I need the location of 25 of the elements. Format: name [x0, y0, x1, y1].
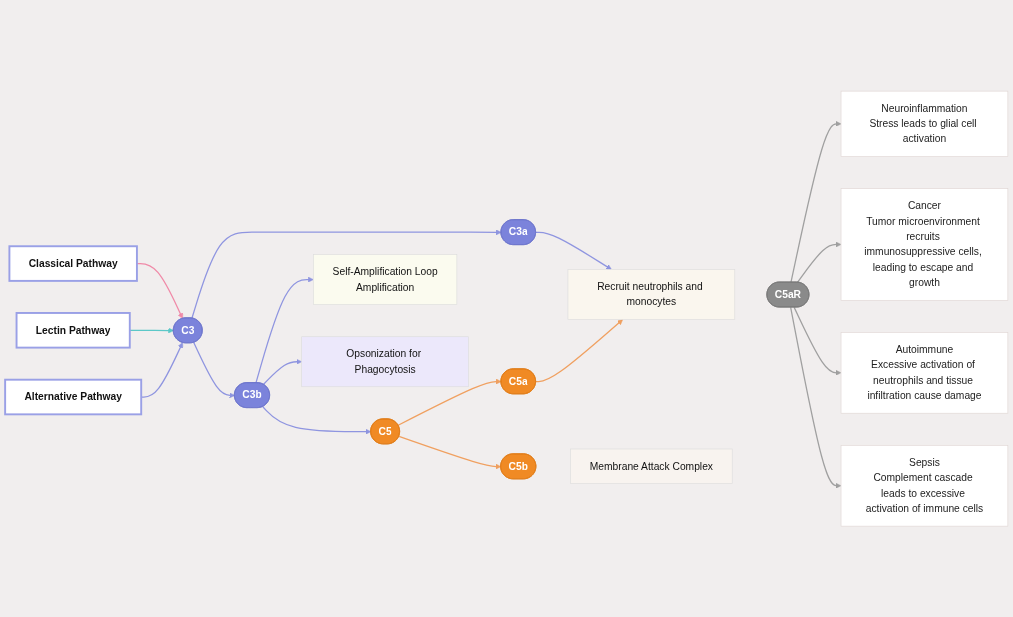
arrow	[262, 405, 372, 435]
node-box: Autoimmune Excessive activation of neutrophils and tissue infiltration cause damage	[840, 331, 1009, 414]
arrow	[398, 435, 502, 470]
node-box: Lectin Pathway	[15, 311, 131, 349]
arrow	[535, 231, 612, 270]
arrow	[129, 327, 174, 334]
arrow	[397, 378, 502, 426]
arrow	[796, 241, 842, 283]
arrow	[191, 229, 502, 319]
node-box: Recruit neutrophils and monocytes	[567, 269, 736, 320]
node-box: Neuroinflammation Stress leads to glial cell activation	[840, 90, 1009, 157]
arrow	[793, 306, 842, 376]
node-box: Alternative Pathway	[4, 378, 143, 416]
arrow	[136, 262, 184, 319]
arrow	[262, 358, 302, 385]
node-box: Classical Pathway	[8, 245, 138, 282]
node-box: Sepsis Complement cascade leads to excessive activation of immune cells	[840, 444, 1009, 527]
arrow	[790, 306, 842, 489]
node-box: Cancer Tumor microenvironment recruits immunosuppressive cells, leading to escape and growth	[840, 188, 1009, 301]
arrow	[535, 319, 623, 383]
arrow	[193, 341, 235, 398]
node-box: Opsonization for Phagocytosis	[301, 336, 469, 387]
arrow	[790, 120, 842, 283]
node-box: Self-Amplification Loop Amplification	[313, 254, 458, 305]
arrow	[255, 276, 314, 384]
